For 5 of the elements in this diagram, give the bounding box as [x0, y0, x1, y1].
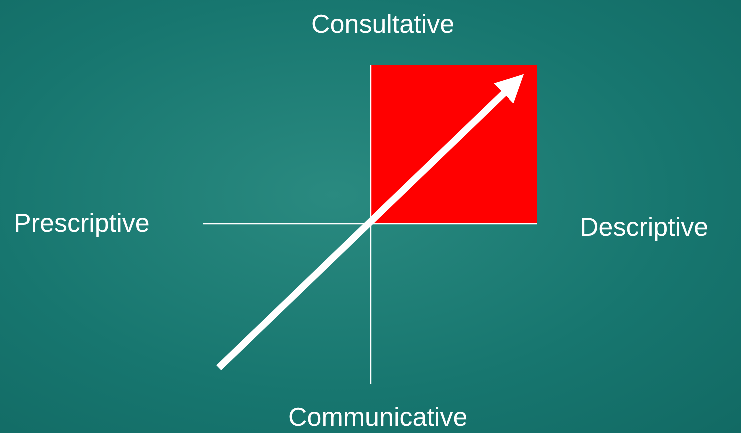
axis-label: Consultative — [312, 11, 455, 37]
axis-label: Descriptive — [580, 214, 709, 240]
quadrant-square — [371, 65, 537, 224]
axis-label: Communicative — [288, 404, 468, 430]
axis-label: Prescriptive — [14, 210, 150, 236]
